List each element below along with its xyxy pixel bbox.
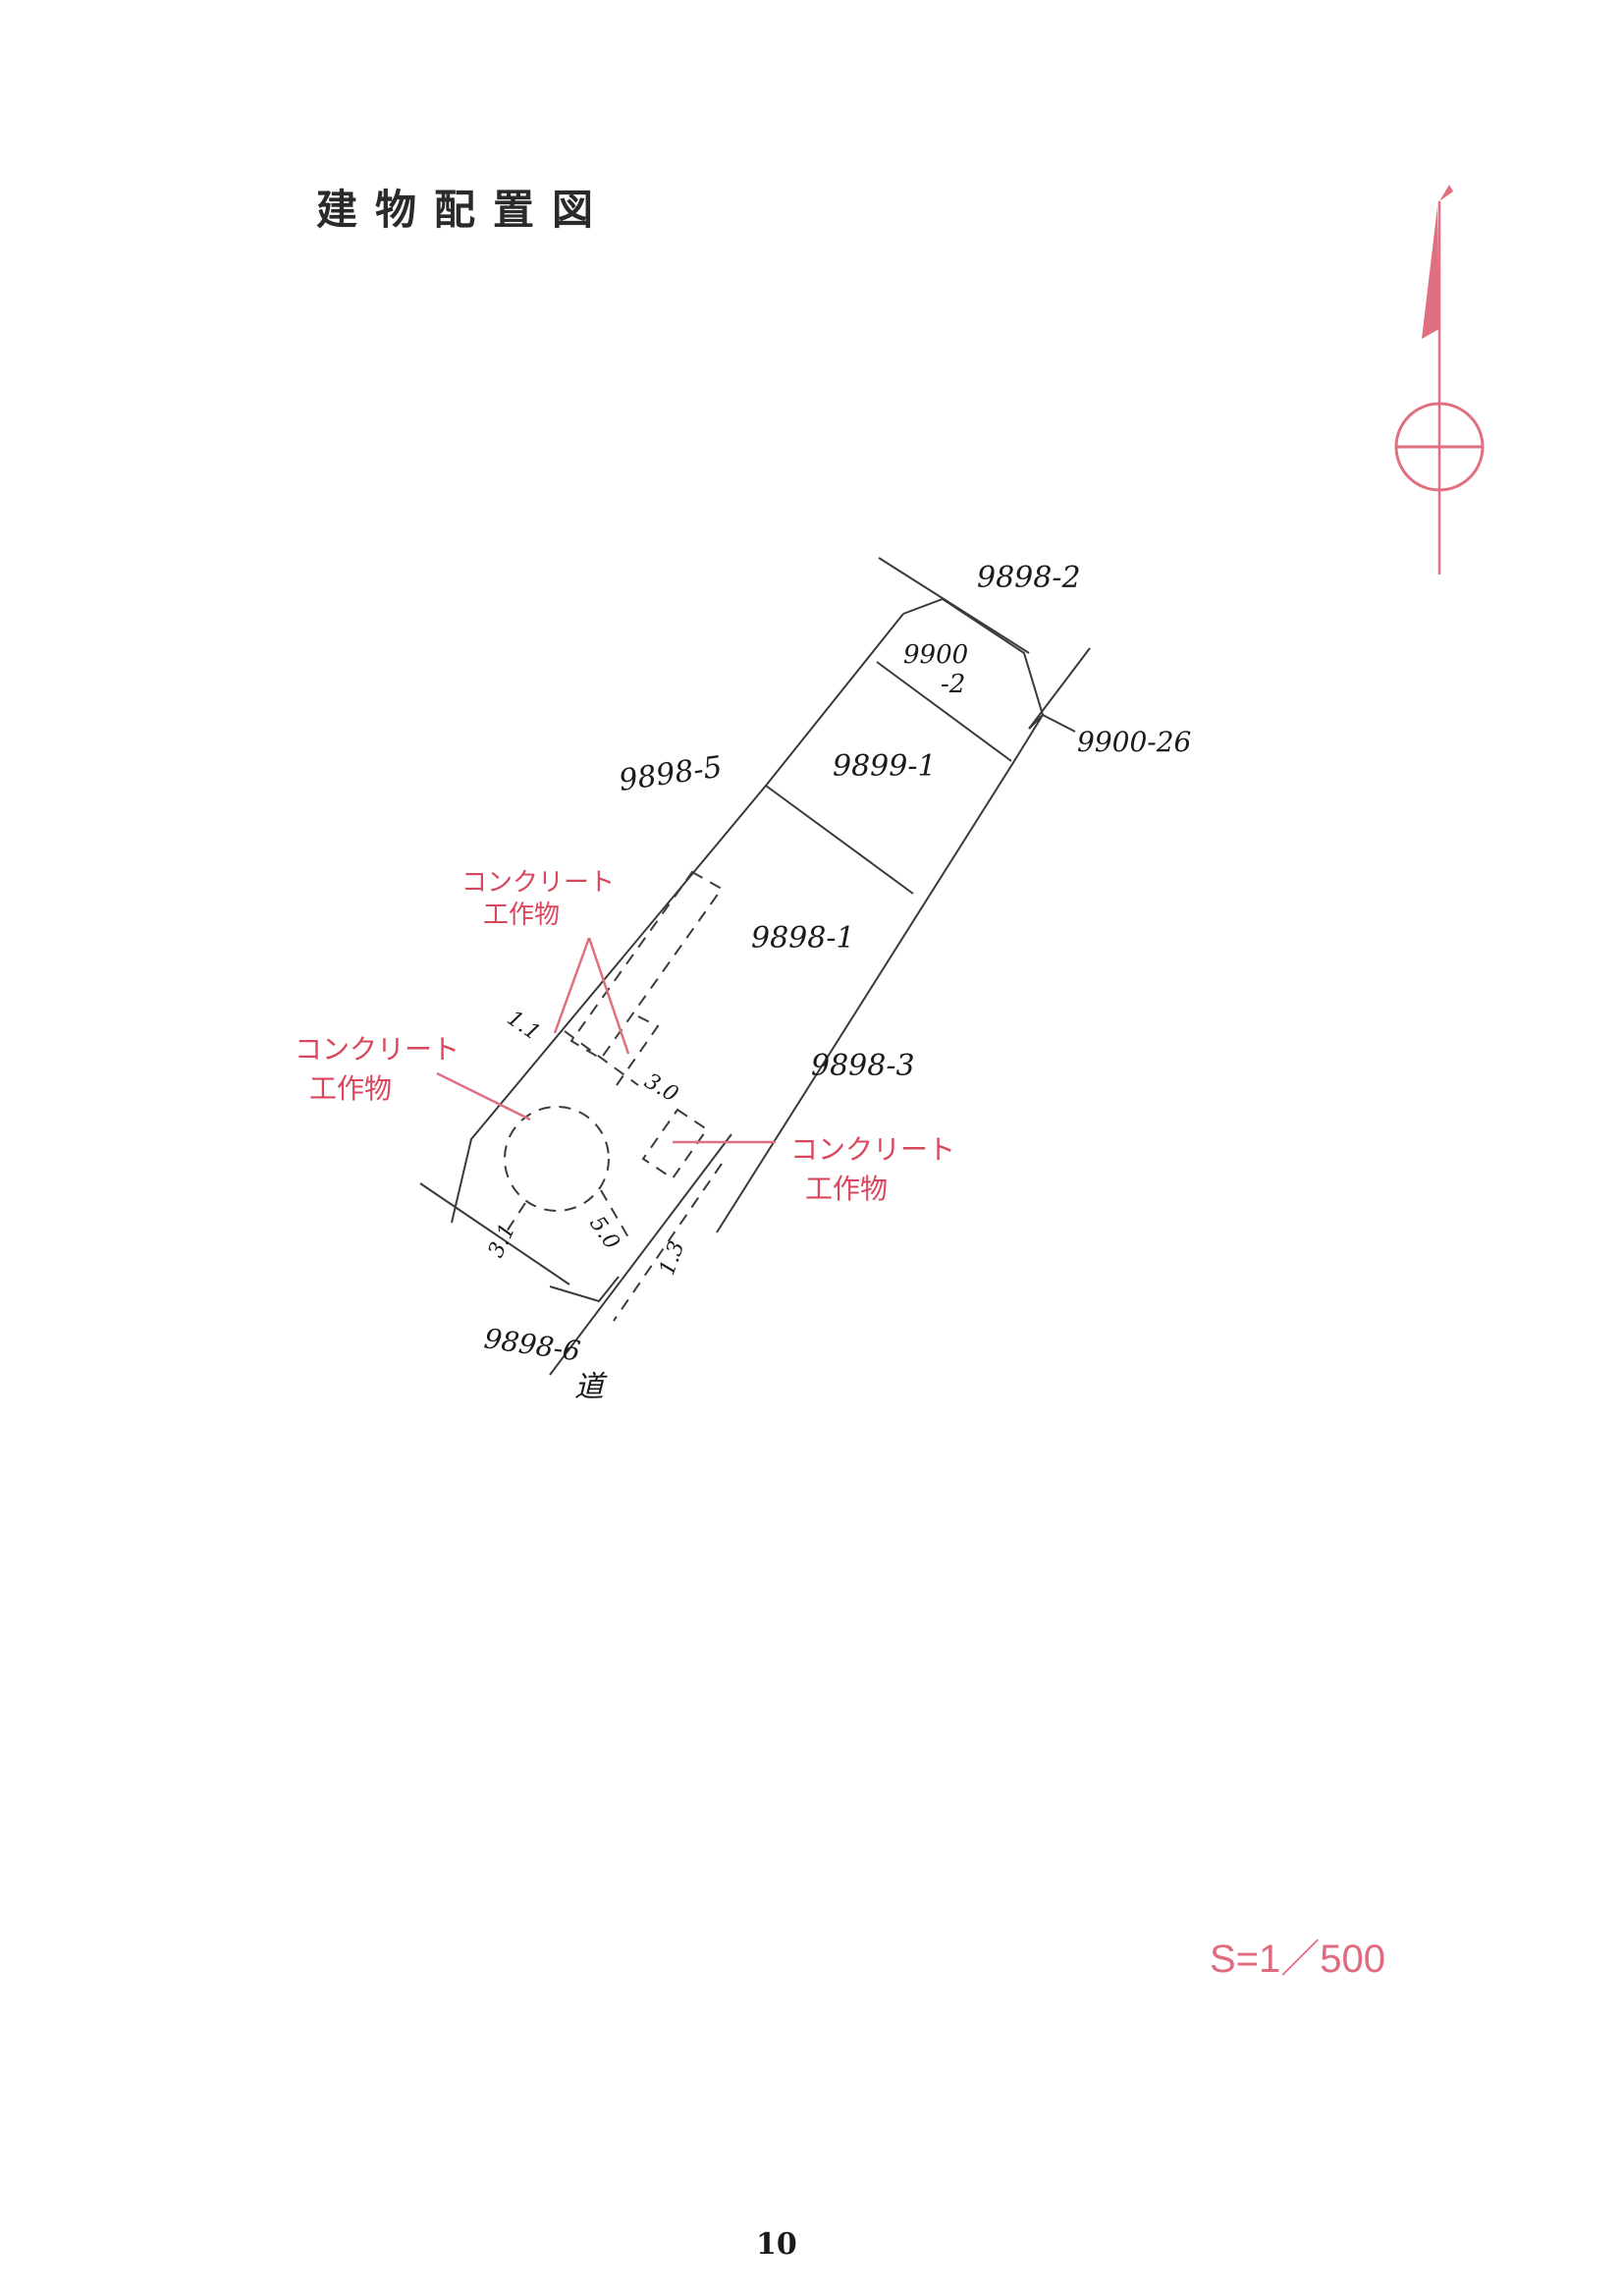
road-label: 道 [574, 1370, 608, 1404]
parcel-label-9899-1: 9899-1 [833, 749, 937, 784]
annotation-concrete-right-line2: 工作物 [805, 1173, 888, 1205]
annotation-concrete-top-line1: コンクリート [461, 868, 615, 898]
annotation-concrete-top-line2: 工作物 [483, 901, 560, 930]
annotation-concrete-left-line1: コンクリート [295, 1033, 460, 1066]
dimension-label: 1.3 [655, 1238, 689, 1279]
parcel-label-9900-2-suffix: -2 [941, 670, 965, 699]
parcel-label-9898-5: 9898-5 [617, 750, 724, 798]
dimension-label: 5.0 [584, 1212, 624, 1254]
annotation-concrete-right-line1: コンクリート [790, 1133, 955, 1166]
concrete-structures [502, 870, 724, 1322]
parcel-label-9898-1: 9898-1 [751, 921, 855, 956]
parcel-label-9898-2: 9898-2 [977, 561, 1081, 595]
parcel-label-9900-26: 9900-26 [1077, 726, 1191, 758]
page-number: 10 [756, 2227, 797, 2262]
parcel-label-9900-2: 9900 [903, 640, 968, 670]
dimension-label: 3.1 [484, 1220, 520, 1261]
annotation-leaders [436, 937, 776, 1144]
north-arrow-icon [1394, 185, 1485, 574]
dimension-label: 3.0 [640, 1069, 682, 1108]
site-boundary [419, 557, 1091, 1376]
dimension-label: 1.1 [503, 1006, 545, 1046]
page-title: 建物配置図 [316, 186, 612, 234]
annotation-concrete-left-line2: 工作物 [309, 1072, 392, 1105]
scale-label: S=1／500 [1210, 1938, 1386, 1981]
parcel-label-9898-3: 9898-3 [811, 1049, 915, 1083]
parcel-label-9898-6: 9898-6 [482, 1322, 582, 1367]
